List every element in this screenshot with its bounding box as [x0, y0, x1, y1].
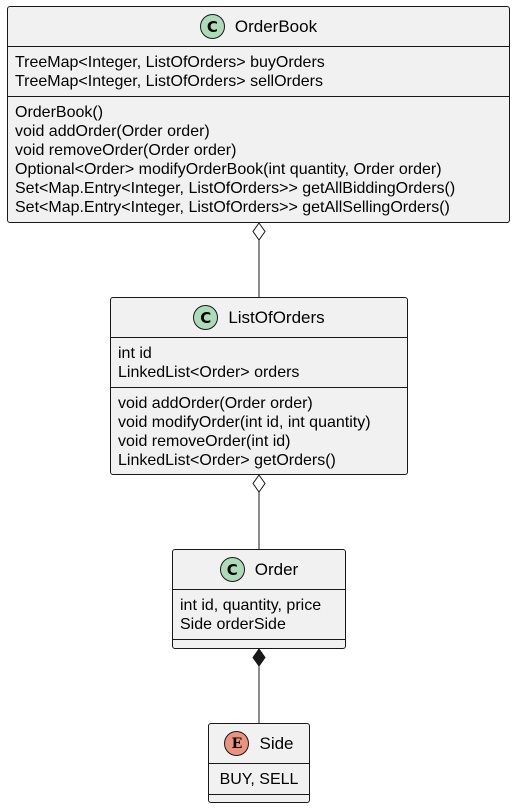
- methods-order: [173, 640, 345, 648]
- method: Optional<Order> modifyOrderBook(int quan…: [15, 161, 442, 178]
- methods-listoforders: void addOrder(Order order) void modifyOr…: [111, 388, 407, 474]
- class-c-icon: C: [193, 305, 219, 330]
- fields-orderbook: TreeMap<Integer, ListOfOrders> buyOrders…: [8, 47, 509, 97]
- method: Set<Map.Entry<Integer, ListOfOrders>> ge…: [15, 180, 456, 197]
- class-name-side: Side: [259, 733, 294, 753]
- fields-listoforders: int id LinkedList<Order> orders: [111, 338, 407, 388]
- method: LinkedList<Order> getOrders(): [118, 452, 336, 469]
- class-listoforders: C ListOfOrders int id LinkedList<Order> …: [110, 297, 408, 475]
- method: void removeOrder(int id): [118, 433, 291, 450]
- method: void addOrder(Order order): [15, 123, 210, 140]
- class-c-icon: C: [219, 557, 245, 582]
- field: int id, quantity, price: [180, 597, 322, 614]
- class-header-side: E Side: [209, 724, 309, 764]
- class-header-orderbook: C OrderBook: [8, 7, 509, 47]
- class-orderbook: C OrderBook TreeMap<Integer, ListOfOrder…: [7, 6, 510, 223]
- class-name-listoforders: ListOfOrders: [228, 307, 325, 327]
- methods-side: [209, 795, 309, 803]
- enum-e-icon: E: [224, 731, 250, 756]
- enum-side: E Side BUY, SELL: [208, 723, 310, 803]
- method: void modifyOrder(int id, int quantity): [118, 414, 371, 431]
- aggregation-diamond-listoforders: [252, 474, 266, 493]
- methods-orderbook: OrderBook() void addOrder(Order order) v…: [8, 97, 509, 221]
- class-name-order: Order: [254, 559, 299, 579]
- field: Side orderSide: [180, 616, 286, 633]
- method: OrderBook(): [15, 104, 104, 121]
- composition-diamond-order: [252, 648, 266, 667]
- field: LinkedList<Order> orders: [118, 364, 300, 381]
- field: TreeMap<Integer, ListOfOrders> buyOrders: [15, 54, 325, 71]
- class-name-orderbook: OrderBook: [234, 16, 318, 36]
- class-header-listoforders: C ListOfOrders: [111, 298, 407, 338]
- method: void addOrder(Order order): [118, 395, 313, 412]
- fields-order: int id, quantity, price Side orderSide: [173, 590, 345, 640]
- field: TreeMap<Integer, ListOfOrders> sellOrder…: [15, 73, 323, 90]
- method: Set<Map.Entry<Integer, ListOfOrders>> ge…: [15, 199, 450, 216]
- field: int id: [118, 345, 152, 362]
- class-order: C Order int id, quantity, price Side ord…: [172, 549, 346, 649]
- method: void removeOrder(Order order): [15, 142, 237, 159]
- class-c-icon: C: [199, 14, 225, 39]
- class-header-order: C Order: [173, 550, 345, 590]
- aggregation-diamond-orderbook: [252, 222, 266, 241]
- enum-values: BUY, SELL: [219, 771, 299, 788]
- values-side: BUY, SELL: [209, 764, 309, 795]
